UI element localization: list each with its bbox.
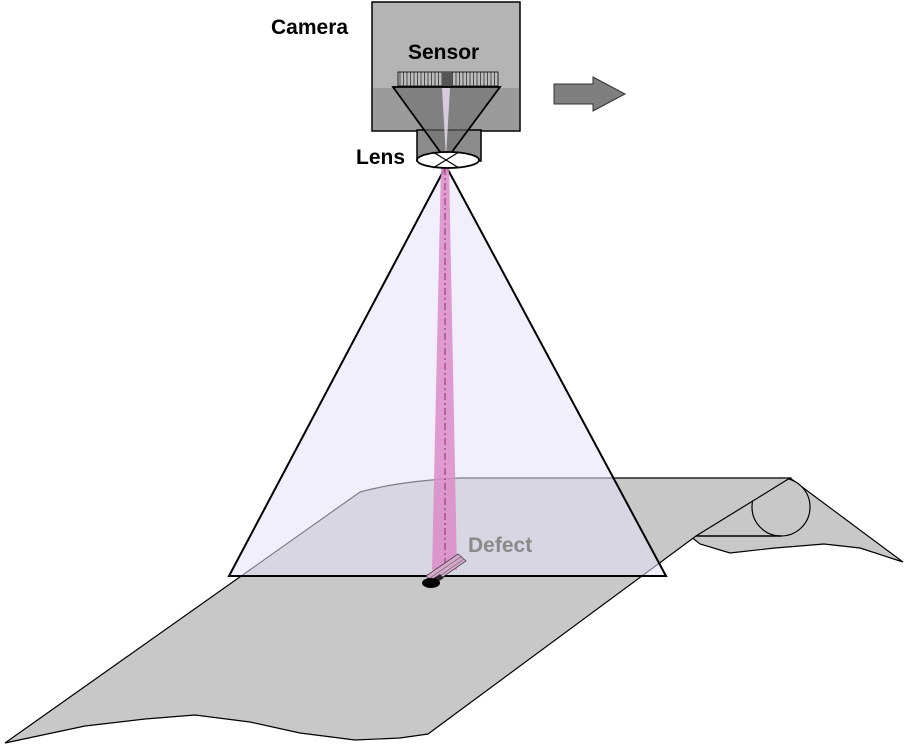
defect-label: Defect xyxy=(468,534,533,557)
defect-mark xyxy=(422,553,467,588)
line-sensor xyxy=(397,71,499,87)
camera-label: Camera xyxy=(271,16,349,39)
lens-label: Lens xyxy=(356,146,406,169)
inner-defect-ray xyxy=(442,88,450,158)
right-arrow-icon xyxy=(553,76,627,112)
sensor-label: Sensor xyxy=(408,41,480,64)
lens-focal-cross-b xyxy=(432,151,460,169)
lens-element xyxy=(416,151,480,169)
